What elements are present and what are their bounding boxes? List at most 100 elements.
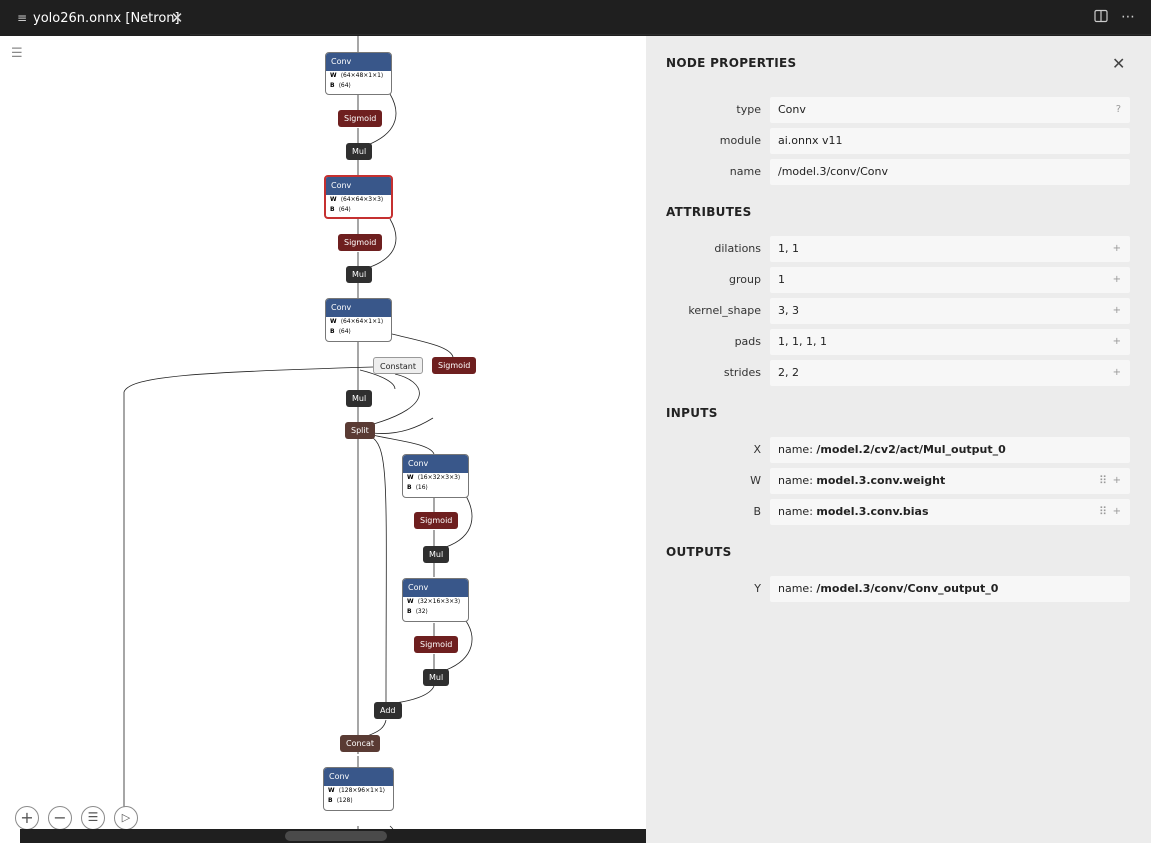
attribute-row: kernel_shape 3, 3+	[646, 298, 1151, 324]
attribute-value[interactable]: 1, 1, 1, 1+	[770, 329, 1130, 355]
expand-icon[interactable]: +	[1112, 475, 1121, 486]
attribute-value[interactable]: 1+	[770, 267, 1130, 293]
panel-title: NODE PROPERTIES	[666, 56, 797, 70]
input-label: W	[750, 474, 761, 487]
zoom-in-icon[interactable]: +	[15, 806, 39, 830]
conv-node[interactable]: Conv W⟨64×48×1×1⟩ B⟨64⟩	[325, 52, 392, 95]
node-attr-w: W⟨32×16×3×3⟩	[407, 598, 461, 605]
property-row: name /model.3/conv/Conv	[646, 159, 1151, 185]
attribute-label: pads	[734, 335, 761, 348]
document-lines-icon: ≡	[17, 11, 28, 25]
attribute-row: strides 2, 2+	[646, 360, 1151, 386]
attribute-value[interactable]: 1, 1+	[770, 236, 1130, 262]
horizontal-scrollbar[interactable]	[20, 829, 646, 843]
graph-edges	[123, 36, 473, 843]
input-label: B	[753, 505, 761, 518]
attribute-row: dilations 1, 1+	[646, 236, 1151, 262]
conv-node-selected[interactable]: Conv W⟨64×64×3×3⟩ B⟨64⟩	[324, 175, 393, 219]
conv-node[interactable]: Conv W⟨64×64×1×1⟩ B⟨64⟩	[325, 298, 392, 342]
property-row: type Conv?	[646, 97, 1151, 123]
help-icon[interactable]: ?	[1115, 104, 1121, 115]
input-row: W name: model.3.conv.weight⠿+	[646, 468, 1151, 494]
tensor-grid-icon[interactable]: ⠿	[1098, 505, 1107, 518]
expand-icon[interactable]: +	[1112, 274, 1121, 285]
constant-node[interactable]: Constant	[373, 357, 423, 374]
attributes-title: ATTRIBUTES	[666, 205, 752, 219]
property-value[interactable]: Conv?	[770, 97, 1130, 123]
split-editor-icon[interactable]	[1093, 9, 1109, 25]
sigmoid-node[interactable]: Sigmoid	[432, 357, 477, 374]
node-op-label: Conv	[324, 768, 393, 786]
editor-tab[interactable]: ≡ yolo26n.onnx [Netron] ✕	[0, 0, 190, 35]
scrollbar-thumb[interactable]	[285, 831, 387, 841]
expand-icon[interactable]: +	[1112, 336, 1121, 347]
sigmoid-node[interactable]: Sigmoid	[414, 636, 459, 653]
conv-node[interactable]: Conv W⟨16×32×3×3⟩ B⟨16⟩	[402, 454, 469, 498]
node-attr-b: B⟨64⟩	[330, 82, 351, 89]
tensor-grid-icon[interactable]: ⠿	[1098, 474, 1107, 487]
attribute-label: group	[729, 273, 761, 286]
node-attr-w: W⟨64×64×1×1⟩	[330, 318, 384, 325]
sigmoid-node[interactable]: Sigmoid	[338, 234, 383, 251]
tab-bar: ≡ yolo26n.onnx [Netron] ✕ ⋯	[0, 0, 1151, 35]
node-attr-b: B⟨64⟩	[330, 206, 351, 213]
expand-icon[interactable]: +	[1112, 243, 1121, 254]
mul-node[interactable]: Mul	[423, 546, 450, 563]
conv-node[interactable]: Conv W⟨32×16×3×3⟩ B⟨32⟩	[402, 578, 469, 622]
mul-node[interactable]: Mul	[346, 143, 373, 160]
input-row: X name: /model.2/cv2/act/Mul_output_0	[646, 437, 1151, 463]
node-op-label: Conv	[403, 455, 468, 473]
node-attr-b: B⟨64⟩	[330, 328, 351, 335]
list-icon[interactable]: ☰	[81, 806, 105, 830]
node-op-label: Conv	[326, 177, 391, 195]
property-value[interactable]: /model.3/conv/Conv	[770, 159, 1130, 185]
property-label: type	[736, 103, 761, 116]
node-op-label: Conv	[326, 53, 391, 71]
outputs-title: OUTPUTS	[666, 545, 732, 559]
property-value[interactable]: ai.onnx v11	[770, 128, 1130, 154]
close-icon[interactable]: ✕	[170, 9, 184, 27]
input-value[interactable]: name: model.3.conv.weight⠿+	[770, 468, 1130, 494]
output-value[interactable]: name: /model.3/conv/Conv_output_0	[770, 576, 1130, 602]
node-attr-b: B⟨128⟩	[328, 797, 353, 804]
input-row: B name: model.3.conv.bias⠿+	[646, 499, 1151, 525]
attribute-row: pads 1, 1, 1, 1+	[646, 329, 1151, 355]
sigmoid-node[interactable]: Sigmoid	[414, 512, 459, 529]
sigmoid-node[interactable]: Sigmoid	[338, 110, 383, 127]
attribute-label: strides	[723, 366, 761, 379]
add-node[interactable]: Add	[374, 702, 402, 719]
input-label: X	[753, 443, 761, 456]
zoom-out-icon[interactable]: −	[48, 806, 72, 830]
menu-icon[interactable]: ☰	[11, 46, 23, 61]
expand-icon[interactable]: +	[1112, 506, 1121, 517]
expand-icon[interactable]: +	[1112, 305, 1121, 316]
split-node[interactable]: Split	[345, 422, 375, 439]
property-label: module	[719, 134, 761, 147]
input-value[interactable]: name: /model.2/cv2/act/Mul_output_0	[770, 437, 1130, 463]
input-value[interactable]: name: model.3.conv.bias⠿+	[770, 499, 1130, 525]
concat-node[interactable]: Concat	[340, 735, 380, 752]
close-icon[interactable]: ✕	[1112, 54, 1126, 73]
attribute-label: kernel_shape	[688, 304, 761, 317]
node-attr-w: W⟨64×48×1×1⟩	[330, 72, 384, 79]
more-actions-icon[interactable]: ⋯	[1121, 9, 1135, 25]
conv-node[interactable]: Conv W⟨128×96×1×1⟩ B⟨128⟩	[323, 767, 394, 811]
attribute-value[interactable]: 3, 3+	[770, 298, 1130, 324]
property-label: name	[729, 165, 761, 178]
attribute-value[interactable]: 2, 2+	[770, 360, 1130, 386]
mul-node[interactable]: Mul	[423, 669, 450, 686]
node-op-label: Conv	[403, 579, 468, 597]
graph-canvas[interactable]: ☰ Conv W⟨64×48×1×1⟩ B⟨64⟩ Sigmoid Mul Co…	[0, 36, 646, 843]
node-attr-w: W⟨16×32×3×3⟩	[407, 474, 461, 481]
mul-node[interactable]: Mul	[346, 390, 373, 407]
output-label: Y	[754, 582, 761, 595]
node-attr-b: B⟨32⟩	[407, 608, 428, 615]
export-icon[interactable]: ▷	[114, 806, 138, 830]
node-attr-w: W⟨64×64×3×3⟩	[330, 196, 384, 203]
property-row: module ai.onnx v11	[646, 128, 1151, 154]
node-properties-panel: NODE PROPERTIES ✕ type Conv? module ai.o…	[646, 36, 1151, 843]
node-attr-b: B⟨16⟩	[407, 484, 428, 491]
attribute-row: group 1+	[646, 267, 1151, 293]
expand-icon[interactable]: +	[1112, 367, 1121, 378]
mul-node[interactable]: Mul	[346, 266, 373, 283]
